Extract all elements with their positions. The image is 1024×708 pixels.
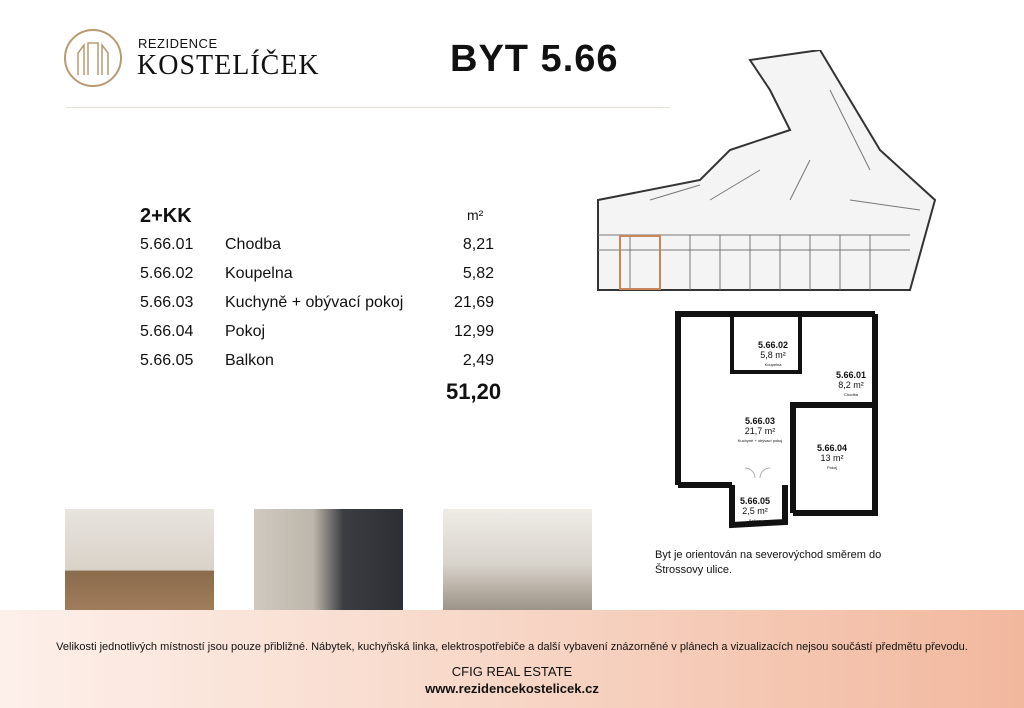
room-id: 5.66.03 <box>140 294 194 311</box>
room-area: 8,21 <box>462 236 494 253</box>
room-label-name: Pokoj <box>827 465 838 470</box>
room-area: 12,99 <box>453 323 494 340</box>
highlighted-unit <box>619 235 661 290</box>
website-link[interactable]: www.rezidencekostelicek.cz <box>425 681 599 696</box>
room-label-area: 13 m² <box>820 453 844 463</box>
room-row: 5.66.05 Balkon 2,49 <box>140 352 520 374</box>
room-label-name: Koupelna <box>764 362 782 367</box>
bedroom-photo <box>254 509 403 620</box>
logo-kostelicek: KOSTELÍČEK <box>137 50 320 81</box>
room-id: 5.66.02 <box>140 265 194 282</box>
kitchen-photo <box>443 509 592 620</box>
area-unit: m² <box>467 207 484 223</box>
room-label-id: 5.66.03 <box>744 416 776 426</box>
unit-type: 2+KK <box>140 205 192 227</box>
room-id: 5.66.04 <box>140 323 194 340</box>
room-area: 5,82 <box>462 265 494 282</box>
room-label-name: Balkon <box>748 518 762 523</box>
room-row: 5.66.01 Chodba 8,21 <box>140 236 520 258</box>
room-label-id: 5.66.04 <box>817 443 848 453</box>
divider <box>66 107 670 108</box>
floor-plan: 5.66.02 5,8 m² Koupelna 5.66.01 8,2 m² C… <box>670 310 900 540</box>
total-area: 51,20 <box>446 379 502 404</box>
room-label-id: 5.66.01 <box>836 370 867 380</box>
logo-rezidence: REZIDENCE <box>138 36 218 51</box>
room-label-area: 21,7 m² <box>744 426 776 436</box>
room-area: 21,69 <box>453 294 494 311</box>
room-label-name: Chodba <box>844 392 859 397</box>
disclaimer: Velikosti jednotlivých místností jsou po… <box>56 641 968 653</box>
room-row: 5.66.04 Pokoj 12,99 <box>140 323 520 345</box>
room-name: Kuchyně + obývací pokoj <box>225 294 404 311</box>
company-name: CFIG REAL ESTATE <box>451 664 573 679</box>
footer-band <box>0 610 1024 708</box>
room-label-id: 5.66.05 <box>740 496 771 506</box>
room-id: 5.66.01 <box>140 236 194 253</box>
room-name: Balkon <box>225 352 274 369</box>
orientation-note: Byt je orientován na severovýchod směrem… <box>655 549 882 576</box>
room-name: Chodba <box>225 236 282 253</box>
room-name: Koupelna <box>225 265 293 282</box>
room-row: 5.66.03 Kuchyně + obývací pokoj 21,69 <box>140 294 520 316</box>
logo-emblem <box>64 29 122 87</box>
building-site-plan <box>597 50 937 291</box>
room-name: Pokoj <box>225 323 266 340</box>
room-label-area: 2,5 m² <box>742 506 768 516</box>
room-label-name: Kuchyně + obývací pokoj <box>737 438 783 443</box>
room-area: 2,49 <box>462 352 494 369</box>
room-label-area: 5,8 m² <box>760 350 786 360</box>
living-room-photo <box>65 509 214 620</box>
room-row: 5.66.02 Koupelna 5,82 <box>140 265 520 287</box>
room-id: 5.66.05 <box>140 352 194 369</box>
room-label-area: 8,2 m² <box>838 380 864 390</box>
page-title: BYT 5.66 <box>450 38 619 80</box>
room-label-id: 5.66.02 <box>758 340 789 350</box>
